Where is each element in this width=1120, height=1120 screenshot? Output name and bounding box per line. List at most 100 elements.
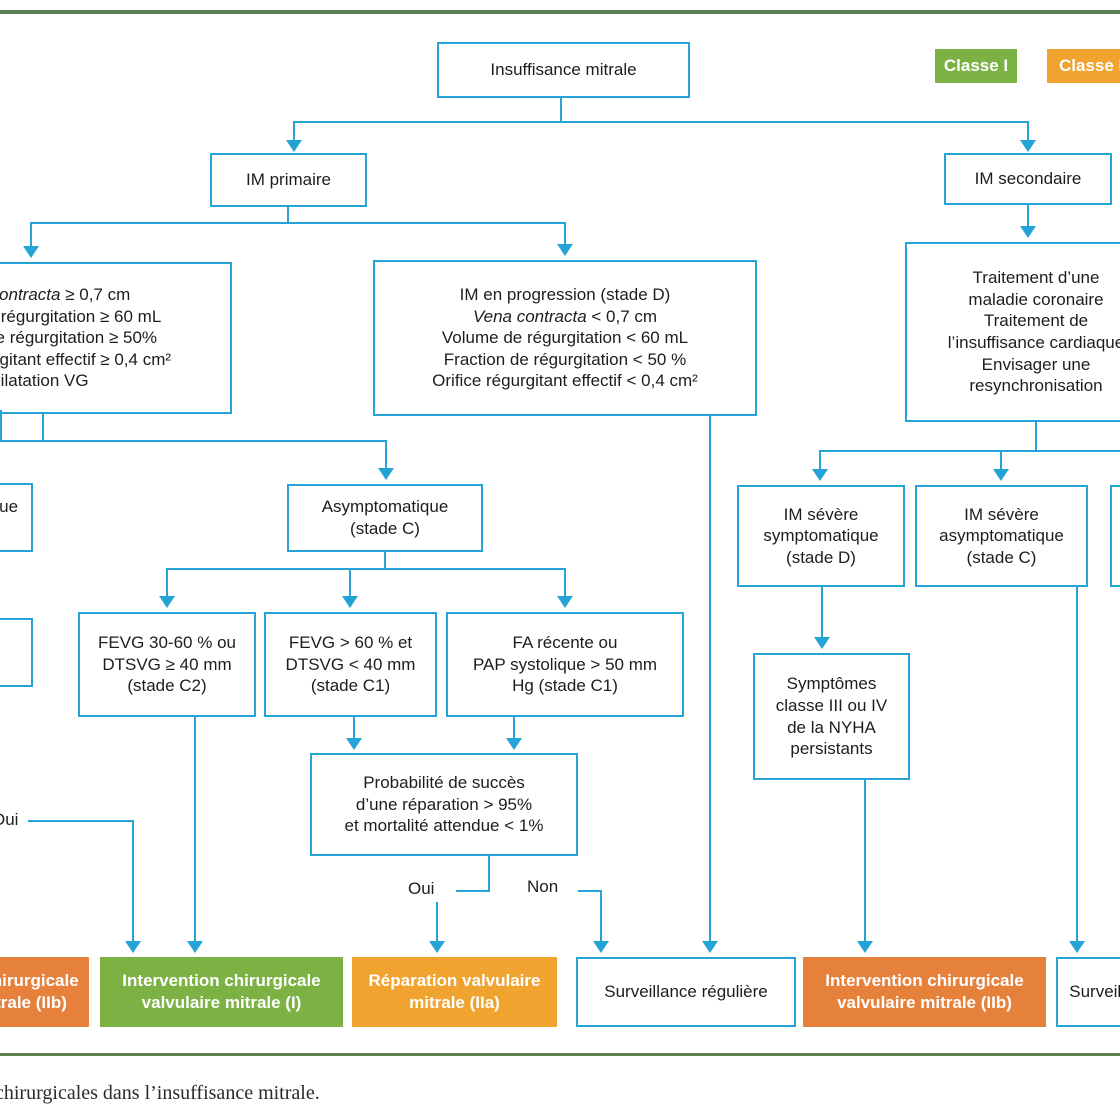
fevg3060-line-3: (stade C2)	[127, 676, 207, 696]
severe-symp-line-1: IM sévère	[783, 504, 859, 524]
connector-primaire-split	[30, 222, 566, 224]
arrow-down-icon	[812, 469, 828, 481]
connector-to-traitement	[1027, 205, 1029, 227]
branch-label-non: Non	[527, 877, 559, 896]
connector-to-nyha	[821, 587, 823, 638]
connector-nyha-to-chirurgie-iib	[864, 780, 866, 942]
criteria-line-4: Orifice régurgitant effectif ≥ 0,4 cm²	[0, 349, 172, 369]
connector-non-down	[600, 890, 602, 942]
connector-to-severe-asymp	[1000, 450, 1002, 470]
severe-asymp-line-2: asymptomatique	[939, 526, 1064, 546]
outcome-chirurgie-iib-left: Intervention chirurgicale valvulaire mit…	[0, 957, 89, 1027]
fevg3060-line-1: FEVG 30-60 % ou	[98, 633, 236, 653]
severe-asymp-line-1: IM sévère	[964, 504, 1039, 524]
node-asymptomatique: Asymptomatique (stade C)	[287, 484, 483, 552]
probabilite-line-3: et mortalité attendue < 1%	[344, 816, 544, 836]
arrow-down-icon	[23, 246, 39, 258]
traitement-line-6: resynchronisation	[969, 376, 1103, 396]
criteria-line-3: Fraction de régurgitation ≥ 50%	[0, 328, 158, 348]
connector-oui-down	[436, 902, 438, 942]
connector-to-fevg60	[349, 568, 351, 597]
progression-line-2: Vena contracta < 0,7 cm	[473, 306, 657, 328]
severe-symp-line-3: (stade D)	[786, 547, 856, 567]
connector-criteria-split	[0, 440, 387, 442]
probabilite-line-1: Probabilité de succès	[363, 773, 525, 793]
node-fevg-30-60: FEVG 30-60 % ou DTSVG ≥ 40 mm (stade C2)	[78, 612, 256, 717]
arrow-down-icon	[378, 468, 394, 480]
arrow-down-icon	[557, 596, 573, 608]
nyha-line-3: de la NYHA	[787, 717, 876, 737]
connector-probabilite-stem	[488, 856, 490, 892]
arrow-down-icon	[1069, 941, 1085, 953]
node-im-primaire: IM primaire	[210, 153, 367, 207]
progression-line-1: IM en progression (stade D)	[459, 285, 671, 305]
arrow-down-icon	[1020, 140, 1036, 152]
node-probabilite: Probabilité de succès d’une réparation >…	[310, 753, 578, 856]
nyha-line-2: classe III ou IV	[775, 695, 888, 715]
symptomatique-line-1: Symptomatique	[0, 496, 19, 516]
connector-asymptomatique-split	[166, 568, 566, 570]
connector-to-progression	[564, 222, 566, 245]
branch-label-oui-left: Oui	[0, 810, 19, 829]
legend-classe-i-badge: Classe I	[935, 49, 1017, 83]
arrow-down-icon	[857, 941, 873, 953]
node-insuffisance-label: Insuffisance mitrale	[490, 60, 637, 80]
progression-line-3: Volume de régurgitation < 60 mL	[441, 328, 689, 348]
criteria-line-1-rest: ≥ 0,7 cm	[60, 285, 131, 305]
legend-classe-iia-badge: Classe IIa	[1047, 49, 1120, 83]
traitement-line-1: Traitement d’une	[972, 268, 1100, 288]
node-symptomes-nyha: Symptômes classe III ou IV de la NYHA pe…	[753, 653, 910, 780]
nyha-line-1: Symptômes	[786, 674, 877, 694]
node-fa-recente: FA récente ou PAP systolique > 50 mm Hg …	[446, 612, 684, 717]
connector-oui-left-down	[132, 820, 134, 942]
connector-to-oui	[456, 890, 490, 892]
connector-traitement-stem	[1035, 422, 1037, 451]
connector-to-criteria	[30, 222, 32, 247]
bottom-frame-rule	[0, 1053, 1120, 1056]
outcome-reparation-iia: Réparation valvulaire mitrale (IIa)	[352, 957, 557, 1027]
severe-asymp-line-3: (stade C)	[966, 547, 1037, 567]
connector-im-primaire-stem	[287, 207, 289, 223]
progression-line-5: Orifice régurgitant effectif < 0,4 cm²	[432, 371, 698, 391]
probabilite-line-2: d’une réparation > 95%	[355, 794, 533, 814]
arrow-down-icon	[1020, 226, 1036, 238]
chir-iib-left-line-1: Intervention chirurgicale	[0, 971, 79, 991]
chir-iib-right-line-1: Intervention chirurgicale	[825, 971, 1024, 991]
connector-to-severe-symp	[819, 450, 821, 470]
connector-criteria-stem	[42, 414, 44, 442]
legend-classe-i-label: Classe I	[943, 56, 1009, 75]
arrow-down-icon	[506, 738, 522, 750]
connector-top-split	[293, 121, 1029, 123]
outcome-chirurgie-iib-right: Intervention chirurgicale valvulaire mit…	[803, 957, 1046, 1027]
progression-line-2-rest: < 0,7 cm	[586, 306, 658, 326]
arrow-down-icon	[342, 596, 358, 608]
chir-i-line-1: Intervention chirurgicale	[122, 971, 321, 991]
asymptomatique-line-2: (stade C)	[350, 519, 420, 538]
node-left-edge-cut	[0, 618, 33, 687]
arrow-down-icon	[187, 941, 203, 953]
outcome-surveillance: Surveillance régulière	[576, 957, 796, 1027]
node-im-severe-symptomatique: IM sévère symptomatique (stade D)	[737, 485, 905, 587]
connector-to-im-secondaire	[1027, 121, 1029, 141]
arrow-down-icon	[593, 941, 609, 953]
fevg3060-line-2: DTSVG ≥ 40 mm	[102, 654, 232, 674]
connector-secondaire-split	[820, 450, 1120, 452]
traitement-line-2: maladie coronaire	[968, 289, 1104, 309]
arrow-down-icon	[993, 469, 1009, 481]
node-criteria-severe: Vena contracta ≥ 0,7 cm Volume de régurg…	[0, 262, 232, 414]
chir-iib-left-line-2: valvulaire mitrale (IIb)	[0, 993, 67, 1012]
connector-oui-left	[28, 820, 134, 822]
legend-classe-iia-label: Classe IIa	[1059, 56, 1120, 75]
fevg60-line-1: FEVG > 60 % et	[288, 633, 413, 653]
arrow-down-icon	[286, 140, 302, 152]
progression-line-4: Fraction de régurgitation < 50 %	[443, 349, 687, 369]
connector-to-non	[578, 890, 602, 892]
arrow-down-icon	[159, 596, 175, 608]
connector-to-fevg3060	[166, 568, 168, 597]
criteria-line-1: Vena contracta ≥ 0,7 cm	[0, 284, 130, 306]
outcome-chirurgie-i: Intervention chirurgicale valvulaire mit…	[100, 957, 343, 1027]
asymptomatique-line-1: Asymptomatique	[321, 497, 449, 517]
chir-iib-right-line-2: valvulaire mitrale (IIb)	[837, 993, 1012, 1012]
arrow-down-icon	[557, 244, 573, 256]
